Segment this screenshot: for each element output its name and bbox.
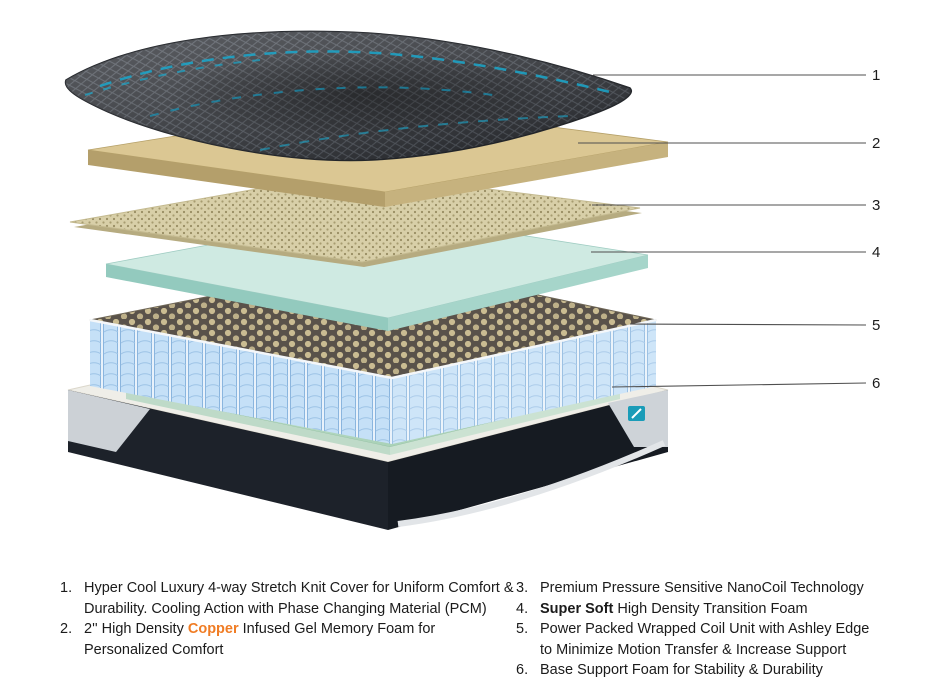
legend-item: 6. Base Support Foam for Stability & Dura… bbox=[516, 660, 878, 681]
legend-item-text: 2'' High Density Copper Infused Gel Memo… bbox=[84, 621, 436, 658]
coil-side-left bbox=[90, 320, 392, 444]
callout-number-6: 6 bbox=[872, 375, 880, 392]
legend-item-text: Base Support Foam for Stability & Durabi… bbox=[540, 662, 823, 679]
base-side-right bbox=[388, 390, 668, 530]
base-swoosh bbox=[397, 440, 666, 527]
transition-foam-side-right bbox=[388, 255, 648, 331]
transition-foam-side-left bbox=[106, 264, 388, 331]
legend-item-number: 1. bbox=[60, 580, 73, 596]
memory-foam-side-left bbox=[88, 150, 385, 207]
base-accent-left bbox=[68, 390, 150, 452]
coil-top-rim bbox=[89, 318, 657, 380]
callout-number-5: 5 bbox=[872, 317, 880, 334]
brand-logo-glyph bbox=[631, 408, 642, 419]
cover-dip-shadow bbox=[167, 50, 557, 138]
cover-accent-lines bbox=[84, 50, 611, 151]
base-foam-edge-left bbox=[126, 391, 390, 455]
callout-number-3: 3 bbox=[872, 197, 880, 214]
callout-line-6 bbox=[611, 382, 867, 388]
callout-number-1: 1 bbox=[872, 67, 880, 84]
callout-numbers: 1 2 3 4 5 6 bbox=[872, 67, 880, 392]
legend-item: 1. Hyper Cool Luxury 4-way Stretch Knit C… bbox=[60, 578, 518, 619]
legend-column-right: 3. Premium Pressure Sensitive NanoCoil Te… bbox=[516, 578, 878, 681]
legend-item: 4. Super Soft High Density Transition Foa… bbox=[516, 599, 878, 620]
diagram-canvas: 1 2 3 4 5 6 bbox=[64, 30, 880, 530]
legend-item-text: Hyper Cool Luxury 4-way Stretch Knit Cov… bbox=[84, 580, 514, 617]
base-side-left bbox=[68, 390, 388, 530]
base-foam-edge-right bbox=[390, 391, 620, 455]
legend-item-number: 3. bbox=[516, 580, 529, 596]
callout-number-4: 4 bbox=[872, 244, 880, 261]
legend-item: 5. Power Packed Wrapped Coil Unit with As… bbox=[516, 619, 878, 660]
callout-line-5 bbox=[629, 323, 867, 326]
legend-item-text: Premium Pressure Sensitive NanoCoil Tech… bbox=[540, 580, 864, 596]
memory-foam-side-right bbox=[385, 142, 668, 207]
legend-item: 3. Premium Pressure Sensitive NanoCoil Te… bbox=[516, 578, 878, 599]
legend-item-number: 4. bbox=[516, 600, 529, 617]
coil-side-right-highlight bbox=[392, 320, 656, 444]
legend-column-left: 1. Hyper Cool Luxury 4-way Stretch Knit C… bbox=[60, 578, 518, 660]
legend-item-number: 6. bbox=[516, 662, 529, 679]
legend-item-number: 2. bbox=[60, 621, 73, 638]
coil-side-right bbox=[392, 320, 656, 444]
callout-lines bbox=[578, 74, 867, 388]
legend-item-number: 5. bbox=[516, 621, 529, 638]
callout-number-2: 2 bbox=[872, 135, 880, 152]
legend-item-text: Power Packed Wrapped Coil Unit with Ashl… bbox=[540, 621, 870, 658]
legend-item-text: Super Soft High Density Transition Foam bbox=[540, 600, 808, 617]
legend-item: 2. 2'' High Density Copper Infused Gel Me… bbox=[60, 619, 518, 660]
